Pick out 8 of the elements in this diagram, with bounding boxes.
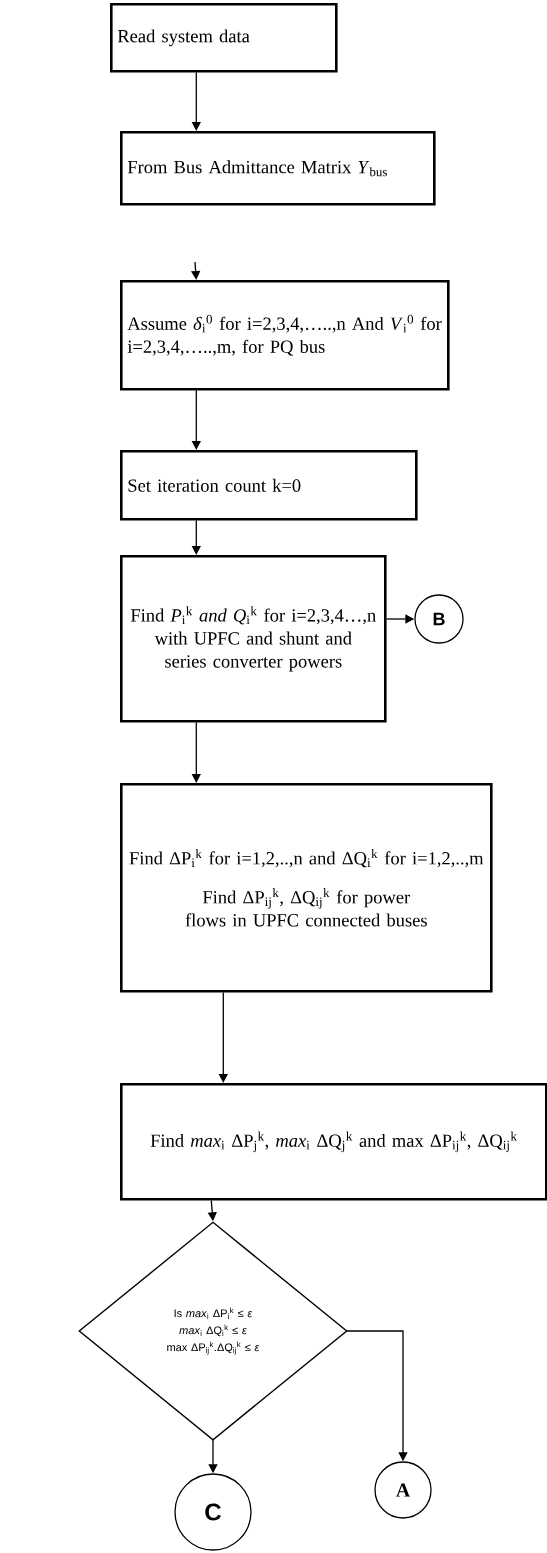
process-box: Assume δ$_{i}$$^{0}$ for i=2,3,4,…..,n And V$_{i}$$^{0}$ for i=2,3,4,…..,m, for PQ bus bbox=[120, 280, 450, 391]
process-box: Read system data bbox=[110, 3, 338, 73]
process-box: Set iteration count k=0 bbox=[120, 450, 418, 521]
arrow bbox=[191, 261, 201, 280]
process-box: From Bus Admittance Matrix Y$_{bus}$ bbox=[120, 131, 436, 206]
process-box: Find max$_{i}$ ΔP$_{j}$$^{k}$, max$_{i}$ ΔQ$_{j}$$^{k}$ and max ΔP$_{ij}$$^{k}$, ΔQ$_{ij}$k bbox=[120, 1083, 547, 1201]
process-box: Find ΔP$_{i}$$^{k}$ for i=1,2,..,n and ΔQ$_{i}$$^{k}$ for i=1,2,..,m Find ΔP$_{ij}$$^{k}$, ΔQ$_{ij}$$^{k}$ for power flows in UPFC connected buses bbox=[120, 783, 493, 993]
process-box: Find P$_{i}$$^{k}$ and Q$_{i}$$^{k}$ for i=2,3,4…,n with UPFC and shunt and series converter powers bbox=[120, 555, 387, 723]
